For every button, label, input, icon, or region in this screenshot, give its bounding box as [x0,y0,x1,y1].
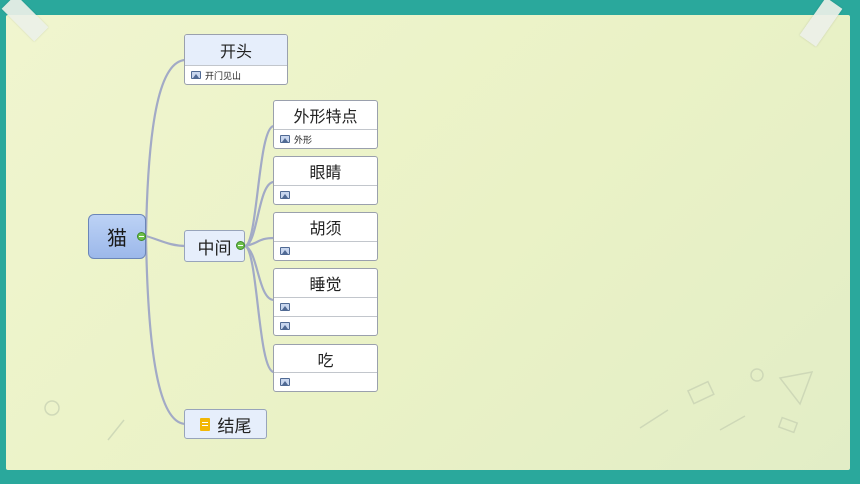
branch-middle-5 [243,244,276,374]
node-eyes-title: 眼睛 [274,157,377,185]
node-whiskers-title: 胡须 [274,213,377,241]
image-icon [280,322,290,330]
node-start-note: 开门见山 [185,65,287,84]
node-sleep-note-2 [274,316,377,335]
node-appearance-label: 外形特点 [293,107,358,126]
node-start[interactable]: 开头 开门见山 [184,34,288,85]
image-icon [280,135,290,143]
document-icon [199,417,210,431]
node-eat[interactable]: 吃 [273,344,378,392]
node-sleep-note [274,297,377,316]
node-appearance-note: 外形 [274,129,377,148]
node-appearance-note-text: 外形 [294,135,313,146]
node-start-title: 开头 [185,35,287,65]
node-eyes-note [274,185,377,204]
node-eat-label: 吃 [317,350,334,370]
node-start-label: 开头 [219,42,252,61]
collapse-toggle-icon[interactable] [236,241,245,250]
collapse-toggle-icon[interactable] [137,232,146,241]
node-appearance[interactable]: 外形特点 外形 [273,100,378,149]
node-sleep-label: 睡觉 [309,275,342,294]
node-eat-title: 吃 [274,345,377,372]
root-label: 猫 [107,226,127,250]
root-node[interactable]: 猫 [88,214,146,259]
image-icon [280,191,290,199]
node-eyes[interactable]: 眼睛 [273,156,378,205]
node-start-note-text: 开门见山 [205,71,242,82]
branch-root-start [144,58,188,238]
image-icon [280,303,290,311]
node-sleep[interactable]: 睡觉 [273,268,378,336]
node-sleep-title: 睡觉 [274,269,377,297]
image-icon [191,71,201,79]
node-middle[interactable]: 中间 [184,230,245,262]
node-whiskers-label: 胡须 [309,219,342,238]
node-whiskers-note [274,241,377,260]
image-icon [280,378,290,386]
branch-root-middle [144,234,188,248]
image-icon [280,247,290,255]
node-whiskers[interactable]: 胡须 [273,212,378,261]
branch-middle-1 [243,124,276,248]
node-end-label: 结尾 [217,416,252,437]
node-eyes-label: 眼睛 [309,163,342,182]
node-end[interactable]: 结尾 [184,409,267,439]
branch-middle-2 [243,180,276,248]
branch-middle-3 [243,236,276,248]
node-middle-label: 中间 [197,238,232,259]
branch-root-end [144,234,188,426]
node-appearance-title: 外形特点 [274,101,377,129]
node-eat-note [274,372,377,391]
